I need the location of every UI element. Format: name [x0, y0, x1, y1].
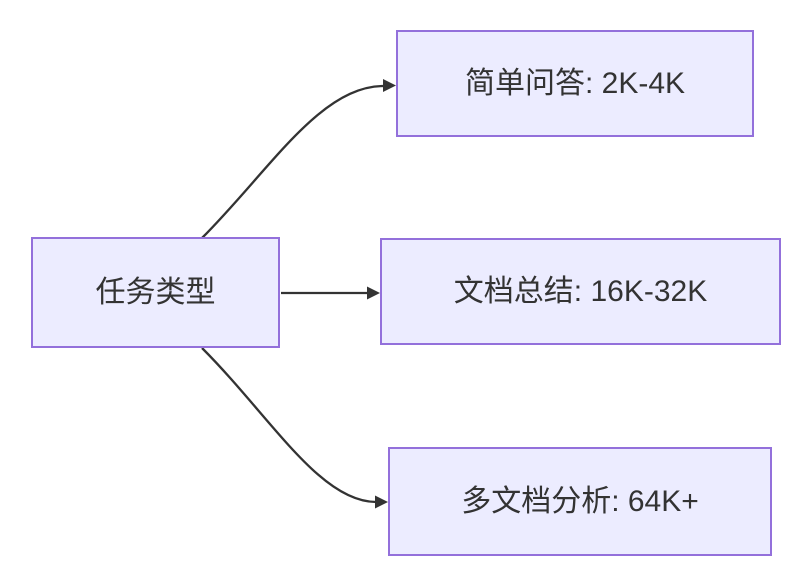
- edge-to-simple-qa: [201, 84, 385, 239]
- node-simple-qa: 简单问答: 2K-4K: [396, 30, 754, 137]
- node-multi-doc: 多文档分析: 64K+: [388, 447, 772, 556]
- arrowhead-doc-summary-icon: [367, 286, 380, 300]
- arrowhead-multi-doc-icon: [375, 495, 388, 509]
- node-simple-qa-label: 简单问答: 2K-4K: [464, 66, 686, 100]
- node-task-type-label: 任务类型: [95, 275, 216, 309]
- edge-to-multi-doc: [201, 347, 377, 504]
- node-doc-summary-label: 文档总结: 16K-32K: [453, 274, 708, 308]
- arrowhead-simple-qa-icon: [383, 79, 396, 92]
- node-multi-doc-label: 多文档分析: 64K+: [461, 484, 699, 518]
- node-doc-summary: 文档总结: 16K-32K: [380, 238, 781, 345]
- node-task-type: 任务类型: [31, 237, 280, 348]
